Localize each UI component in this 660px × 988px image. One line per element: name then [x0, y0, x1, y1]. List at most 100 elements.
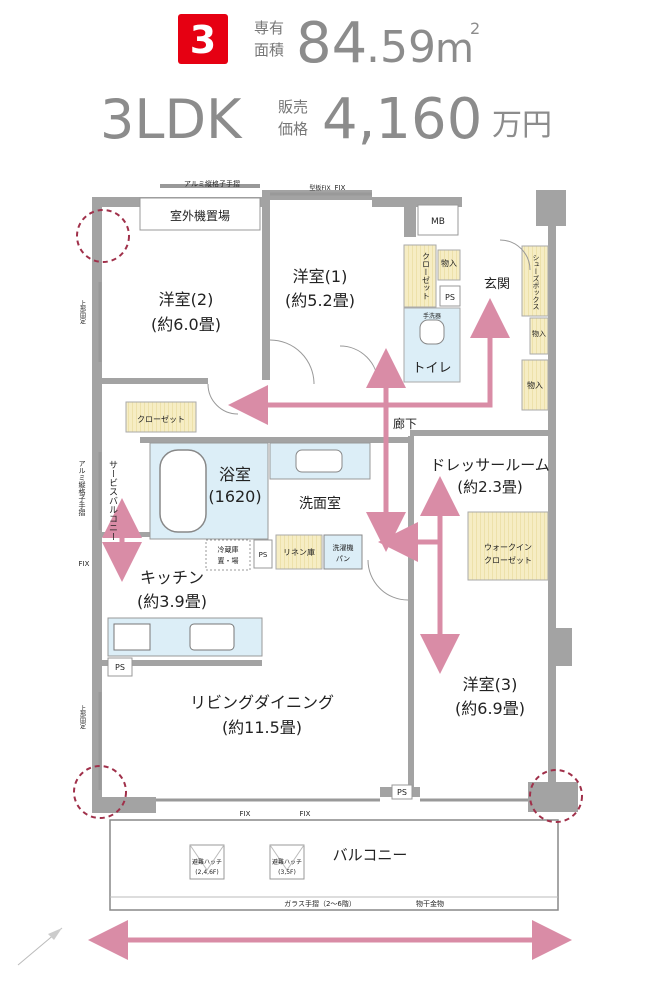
mb-box — [417, 204, 459, 236]
mb-label: MB — [431, 217, 445, 227]
layout-type: 3LDK — [100, 88, 243, 151]
area-decimal: .59 — [366, 22, 436, 73]
service-balcony-label: サービスバルコニー — [107, 460, 118, 541]
hatch-1 — [189, 844, 225, 880]
hatch-2 — [269, 844, 305, 880]
shoes-box — [521, 245, 549, 317]
hatch1-label: 避難ハッチ — [192, 858, 222, 866]
price-label-top: 販売 — [278, 98, 308, 116]
closet-label: クローゼット — [137, 414, 185, 424]
ldk-name: リビングダイニング — [190, 693, 334, 712]
kitchen-size: (約3.9畳) — [137, 592, 207, 611]
bathtub-icon — [159, 449, 207, 533]
bath-name: 浴室 — [219, 465, 251, 484]
price-unit: 万円 — [492, 108, 552, 143]
entrance-name: 玄関 — [484, 277, 510, 292]
upper-fixed-label-1: 上部固定 — [79, 299, 86, 325]
area-unit: m — [435, 26, 474, 72]
ldk-size: (約11.5畳) — [222, 718, 302, 737]
western1-size: (約5.2畳) — [285, 291, 355, 310]
storage-label-2: 物入 — [532, 329, 546, 338]
walkin-label-2: クローゼット — [484, 555, 532, 565]
western2-name: 洋室(2) — [159, 290, 214, 309]
price-value: 4,160 — [322, 87, 482, 152]
sink-icon — [295, 449, 343, 473]
compass-icon — [17, 927, 63, 966]
storage-label-3: 物入 — [527, 380, 543, 390]
alum-rail-top-label: アルミ縦格子手摺 — [184, 179, 240, 188]
washer-pan — [323, 534, 363, 570]
dresser-size: (約2.3畳) — [457, 478, 523, 496]
washer-label-2: パン — [336, 555, 350, 563]
area-label-bottom: 面積 — [254, 41, 284, 59]
linen-label: リネン庫 — [283, 547, 315, 557]
corridor-name: 廊下 — [393, 416, 417, 431]
kitchen-sink-icon — [189, 623, 235, 651]
washroom-name: 洗面室 — [299, 495, 341, 512]
storage-entrance — [437, 249, 461, 281]
fix-label-3: FIX — [335, 184, 346, 192]
washer-label-1: 洗濯機 — [333, 543, 354, 552]
hatch1-floor: (2,4,6F) — [195, 869, 218, 876]
fridge-label-1: 冷蔵庫 — [218, 545, 239, 554]
outdoor-unit-name: 室外機置場 — [170, 208, 230, 223]
windows — [98, 192, 528, 802]
walkin-label-1: ウォークイン — [484, 543, 532, 552]
dashed-circle-2 — [73, 765, 127, 819]
ps-label-1: PS — [445, 293, 455, 302]
upper-fixed-label-2: 上部固定 — [79, 704, 86, 730]
area-label-top: 専有 — [254, 19, 284, 37]
mask-fix-label: 型板FIX — [309, 184, 330, 192]
closet-western1 — [403, 244, 437, 308]
walkin-closet — [467, 511, 549, 581]
linen-storage — [275, 534, 323, 570]
fix-label-1: FIX — [240, 810, 251, 818]
price-label-bottom: 価格 — [278, 120, 308, 138]
alum-rail-top-bar — [160, 184, 260, 188]
kitchen-name: キッチン — [140, 568, 204, 587]
storage-label-1: 物入 — [441, 258, 457, 268]
wash-counter-label: 手洗器 — [423, 312, 441, 320]
ps-label-3: PS — [115, 663, 125, 672]
ps-box-1 — [439, 285, 461, 307]
ps-box-3 — [107, 657, 133, 677]
western3-size: (約6.9畳) — [455, 699, 525, 718]
alum-rail-left-label: アルミ縦格子手摺 — [78, 460, 86, 517]
closet-western2 — [125, 401, 197, 433]
storage-3 — [521, 359, 549, 411]
area-value: 84 — [296, 11, 367, 76]
closet-vertical-label: クローゼット — [422, 252, 431, 300]
western3-name: 洋室(3) — [463, 675, 518, 694]
fridge-label-2: 置・場 — [218, 556, 239, 565]
fix-label-4: FIX — [79, 560, 90, 568]
storage-2 — [529, 317, 549, 355]
bath-size: (1620) — [208, 487, 261, 506]
area-unit-sup: 2 — [470, 19, 480, 38]
western2-size: (約6.0畳) — [151, 315, 221, 334]
dresser-name: ドレッサールーム — [430, 456, 550, 474]
dashed-circle-3 — [529, 769, 583, 823]
balcony-rail — [109, 819, 559, 911]
western1-name: 洋室(1) — [293, 267, 348, 286]
ps-label-4: PS — [397, 788, 407, 797]
dashed-circle-1 — [76, 209, 130, 263]
balcony-name: バルコニー — [333, 846, 408, 864]
toilet-bowl-icon — [419, 319, 445, 345]
ps-box-4 — [391, 784, 413, 800]
hatch2-label: 避難ハッチ — [272, 858, 302, 866]
laundry-hardware-label: 物干金物 — [416, 899, 444, 908]
glass-rail-label: ガラス手摺（2〜6階） — [284, 899, 356, 908]
ps-label-2: PS — [259, 551, 268, 559]
fix-label-2: FIX — [300, 810, 311, 818]
fridge-space — [205, 539, 251, 571]
header: 3 専有 面積 84 .59 m 2 3LDK 販売 価格 4,160 万円 — [100, 11, 552, 152]
type-number-badge — [178, 14, 228, 64]
type-number: 3 — [190, 18, 216, 62]
ps-box-2 — [253, 539, 273, 569]
stove-icon — [113, 623, 151, 651]
circulation-arrows — [88, 298, 572, 960]
shoes-box-label: シューズボックス — [532, 254, 540, 310]
outdoor-unit-area — [139, 197, 261, 231]
toilet-name: トイレ — [412, 361, 451, 376]
